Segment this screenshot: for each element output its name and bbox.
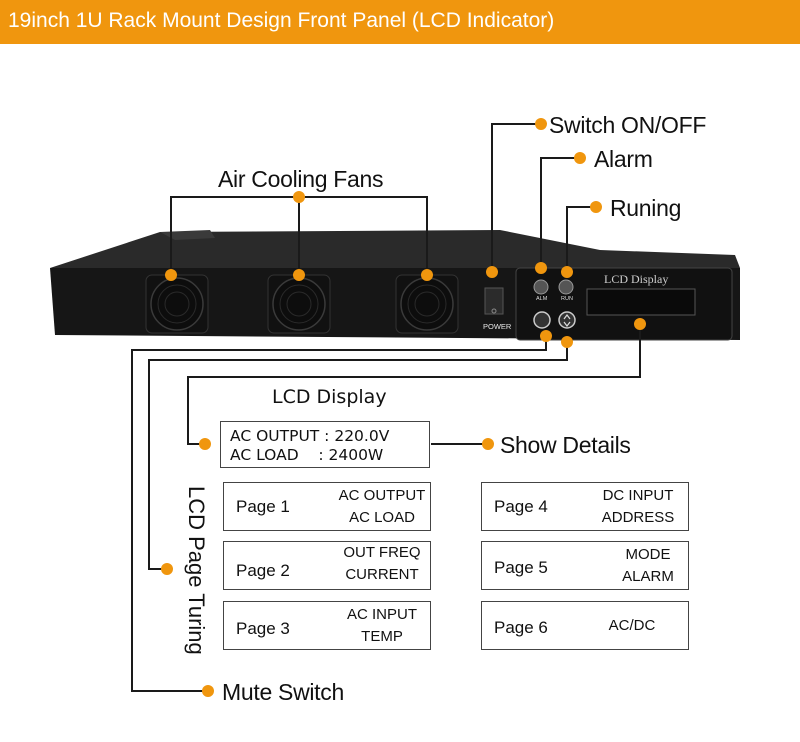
run-label: RUN: [561, 296, 573, 302]
page-name: Page 4: [494, 497, 548, 516]
page-name: Page 2: [236, 561, 290, 580]
lcd-page-turning-label: LCD Page Turing: [184, 486, 209, 655]
page-turn-button[interactable]: [558, 311, 576, 329]
page-detail-line: ALARM: [622, 568, 674, 585]
power-switch[interactable]: [484, 287, 504, 315]
chassis-top: [50, 230, 740, 268]
show-details-label: Show Details: [500, 432, 631, 458]
lcd-display-title: LCD Display: [272, 386, 387, 408]
page-detail-line: AC/DC: [608, 617, 656, 634]
alarm-label: Alarm: [594, 146, 653, 172]
page-detail-line: CURRENT: [345, 566, 419, 583]
page-box-5: Page 5 MODE ALARM: [481, 541, 689, 590]
page-detail-line: DC INPUT: [602, 487, 674, 504]
page-box-3: Page 3 AC INPUT TEMP: [223, 601, 431, 650]
lcd-screen: [586, 288, 696, 316]
banner-title: 19inch 1U Rack Mount Design Front Panel …: [8, 9, 555, 32]
power-label: POWER: [483, 322, 512, 331]
lcd-display-box: AC OUTPUT : 220.0V AC LOAD : 2400W: [220, 421, 430, 468]
alm-label: ALM: [536, 296, 548, 302]
fan-2: [267, 274, 331, 334]
page-detail-line: ADDRESS: [601, 509, 675, 526]
leader-lines: [131, 123, 641, 692]
panel-lcd-label: LCD Display: [604, 272, 669, 286]
page-name: Page 3: [236, 619, 290, 638]
mute-switch-label: Mute Switch: [222, 679, 344, 705]
air-cooling-fans-label: Air Cooling Fans: [218, 166, 384, 192]
page-detail-line: MODE: [625, 546, 671, 563]
title-banner: 19inch 1U Rack Mount Design Front Panel …: [0, 0, 800, 44]
page-detail-line: OUT FREQ: [343, 544, 421, 561]
page-box-2: Page 2 OUT FREQ CURRENT: [223, 541, 431, 590]
fan-3: [395, 274, 459, 334]
page-box-4: Page 4 DC INPUT ADDRESS: [481, 482, 689, 531]
lcd-line-1: AC OUTPUT : 220.0V: [230, 427, 390, 445]
page-detail-line: TEMP: [361, 628, 403, 645]
page-name: Page 5: [494, 558, 548, 577]
page-box-1: Page 1 AC OUTPUT AC LOAD: [223, 482, 431, 531]
run-led: [558, 279, 574, 295]
alarm-led: [533, 279, 549, 295]
page-name: Page 6: [494, 618, 548, 637]
page-box-6: Page 6 AC/DC: [481, 601, 689, 650]
running-label: Runing: [610, 195, 682, 221]
callout-dots: [161, 118, 646, 697]
switch-on-off-label: Switch ON/OFF: [549, 112, 707, 138]
page-detail-line: AC LOAD: [349, 509, 415, 526]
page-detail-line: AC INPUT: [346, 606, 417, 623]
lcd-line-2: AC LOAD : 2400W: [230, 446, 384, 464]
page-name: Page 1: [236, 497, 290, 516]
fan-1: [145, 274, 209, 334]
page-detail-line: AC OUTPUT: [338, 487, 426, 504]
mute-button[interactable]: [533, 311, 551, 329]
